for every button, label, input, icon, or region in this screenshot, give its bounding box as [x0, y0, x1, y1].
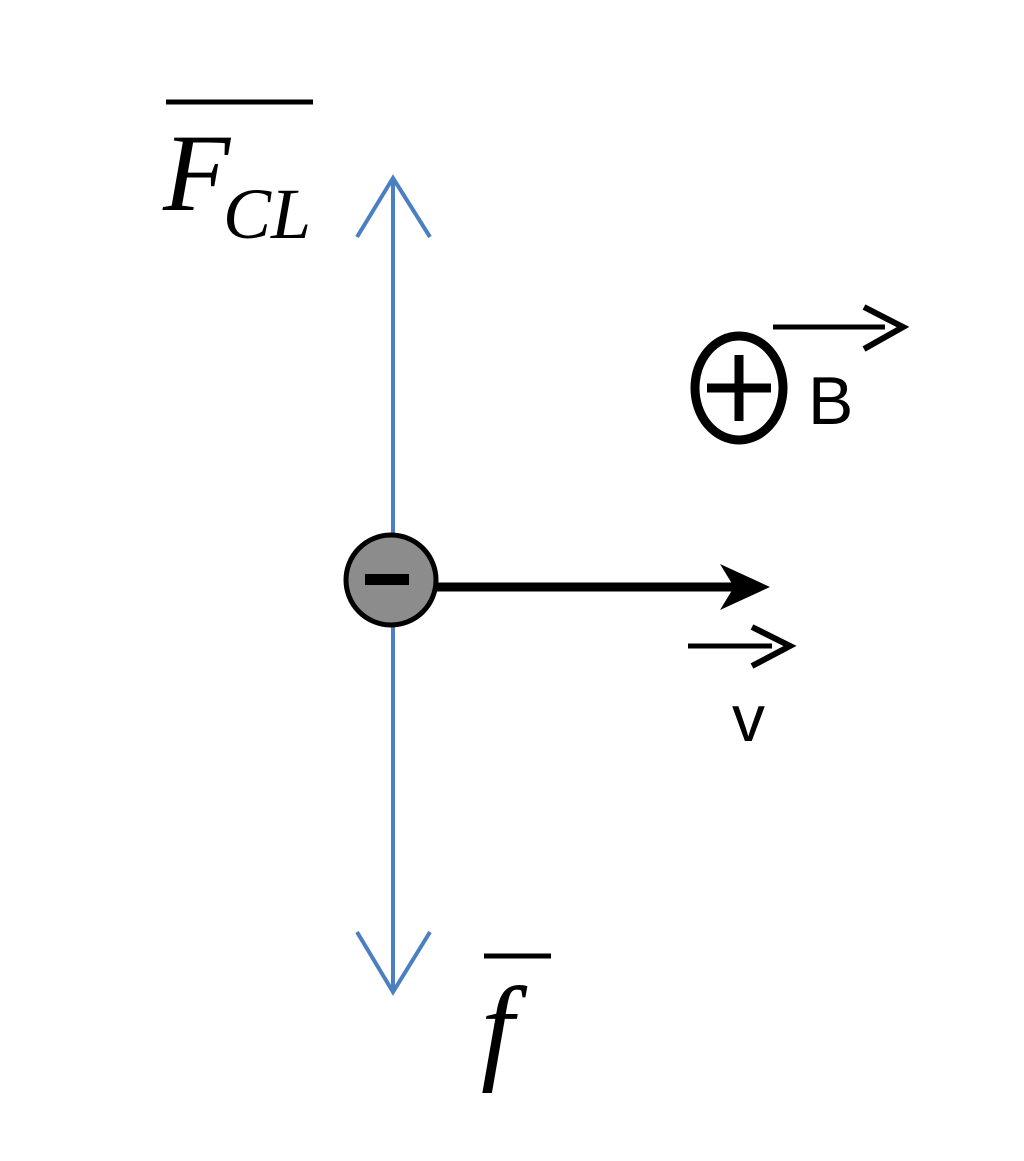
friction-force-arrow — [355, 620, 432, 996]
negative-charge — [343, 532, 439, 628]
velocity-vector-arrow — [688, 624, 797, 669]
lorentz-force-subscript: CL — [223, 174, 311, 254]
lorentz-force-arrow — [355, 174, 432, 540]
velocity-label: v — [732, 681, 765, 755]
magnetic-field-vector-arrow — [773, 304, 910, 352]
friction-force-label: f — [481, 963, 528, 1094]
velocity-arrow — [430, 564, 770, 610]
magnetic-field-label: B — [808, 363, 853, 439]
circle-plus-icon — [690, 331, 788, 445]
lorentz-force-label: F — [162, 112, 232, 234]
minus-charge-icon — [365, 574, 409, 585]
